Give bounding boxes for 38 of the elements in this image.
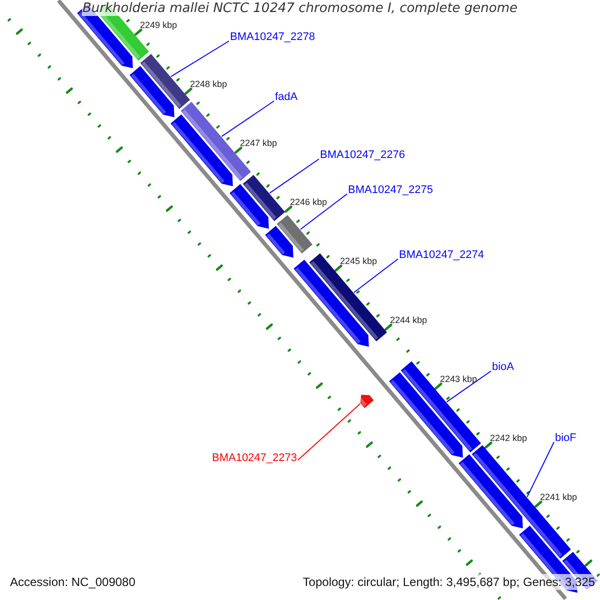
gene-feature (130, 66, 174, 118)
gene-feature (242, 174, 285, 222)
gene-feature (230, 184, 269, 229)
gene-label: bioA (492, 360, 514, 374)
gene-feature (389, 372, 463, 458)
gene-feature (458, 454, 523, 528)
gene-label: BMA10247_2275 (348, 183, 434, 197)
scale-label: 2244 kbp (390, 314, 428, 326)
leader-line (300, 194, 348, 230)
scale-label: 2247 kbp (240, 136, 278, 150)
scale-label: 2243 kbp (440, 372, 478, 386)
scale-label: 2246 kbp (290, 196, 328, 208)
leader-line (526, 442, 554, 498)
gene-label: BMA10247_2273 (212, 451, 297, 465)
scale-label: 2241 kbp (540, 490, 578, 504)
gene-label: BMA10247_2278 (230, 30, 316, 44)
leader-line (446, 370, 492, 402)
gene-feature (309, 253, 387, 342)
scale-label: 2245 kbp (340, 254, 378, 268)
leader-line (269, 158, 320, 194)
scale-label: 2248 kbp (190, 78, 228, 90)
scale-label: 2242 kbp (490, 432, 528, 444)
gene-feature (140, 54, 190, 109)
scale-label: 2249 kbp (140, 18, 178, 32)
leader-line (353, 258, 398, 293)
gene-feature (400, 361, 481, 452)
gene-label: bioF (555, 431, 576, 445)
gene-feature (276, 215, 312, 254)
gene-feature (170, 114, 233, 186)
gene-feature (265, 226, 294, 258)
leader-line (170, 40, 230, 78)
leader-line (298, 403, 361, 460)
gene-label: BMA10247_2276 (320, 148, 406, 162)
gene-label: BMA10247_2274 (399, 248, 484, 262)
gene-feature (358, 394, 374, 408)
gene-label: fadA (275, 90, 298, 104)
leader-line (221, 100, 274, 137)
accession-text: Accession: NC_009080 (8, 574, 138, 590)
